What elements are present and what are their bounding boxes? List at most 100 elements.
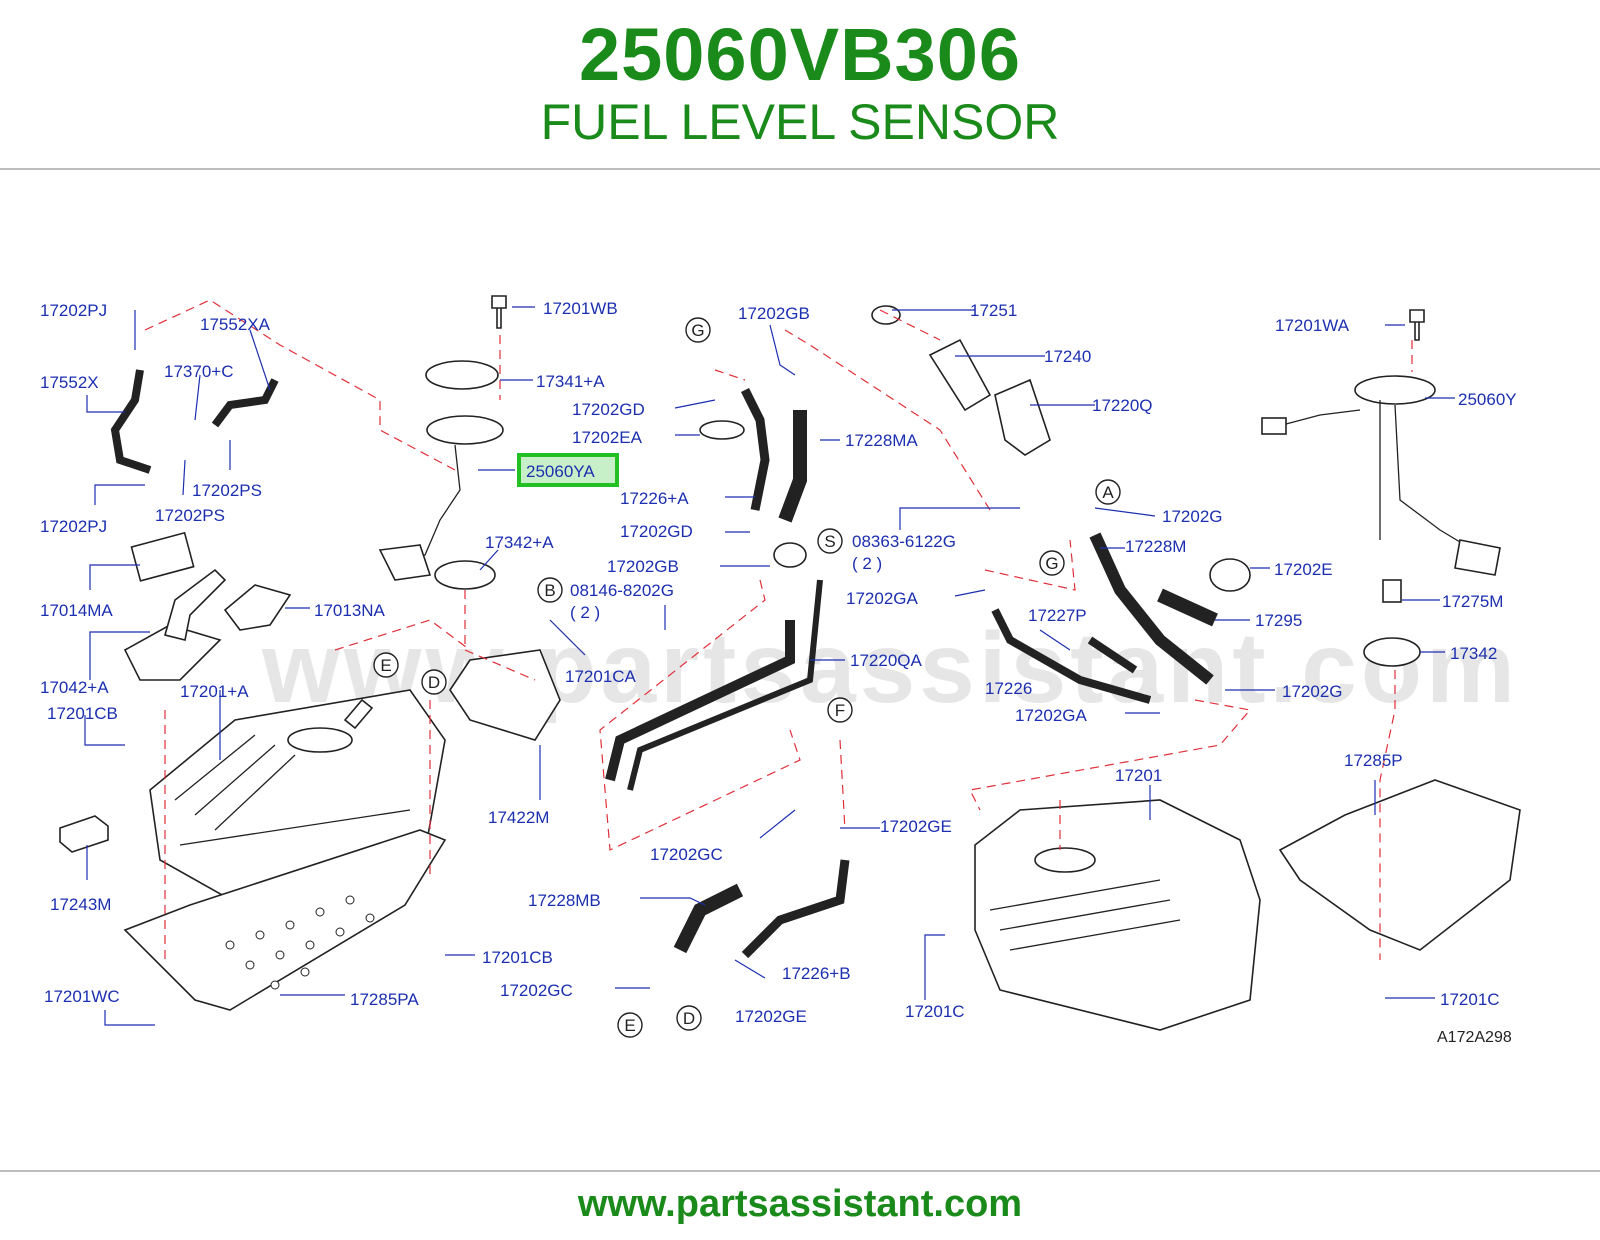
svg-text:B: B [544, 581, 555, 600]
bolt-17201wa [1409, 309, 1425, 341]
hose-17226b [741, 859, 850, 959]
protector-17422m [449, 649, 561, 741]
valve-17275m [1382, 579, 1402, 603]
gasket-17342 [1363, 637, 1421, 667]
clamp-17202gb [773, 542, 807, 568]
label-17202g-1: 17202G [1162, 507, 1223, 526]
label-17201: 17201 [1115, 766, 1162, 785]
footer-divider [0, 1170, 1600, 1172]
svg-text:G: G [691, 321, 704, 340]
sender-unit-right [1261, 375, 1501, 576]
tube-17220qa [605, 620, 795, 782]
label-17202ps-1: 17202PS [192, 481, 262, 500]
label-17202pj: 17202PJ [40, 301, 107, 320]
label-17202ge-2: 17202GE [735, 1007, 807, 1026]
part-name-title: FUEL LEVEL SENSOR [540, 94, 1060, 150]
label-17243m: 17243M [50, 895, 111, 914]
hose-17552xa [211, 378, 279, 428]
callout-d-2: D [676, 1005, 702, 1031]
label-17201cb-2: 17201CB [482, 948, 553, 967]
label-17202pj-2: 17202PJ [40, 517, 107, 536]
hose-17228ma [778, 410, 807, 523]
hose-17552x [110, 369, 152, 474]
part-number-title: 25060VB306 [578, 13, 1022, 96]
callout-g-1: G [685, 317, 711, 343]
tube-17226 [991, 608, 1152, 704]
fuel-pump-assembly [123, 531, 292, 681]
hose-17295 [1157, 588, 1218, 627]
callout-e-2: E [617, 1012, 643, 1038]
label-17202ga-1: 17202GA [846, 589, 918, 608]
label-17251: 17251 [970, 301, 1017, 320]
svg-text:S: S [824, 532, 835, 551]
gasket-17341a [425, 360, 499, 390]
label-17202gd-1: 17202GD [572, 400, 645, 419]
label-17014ma: 17014MA [40, 601, 113, 620]
label-17202gb-2: 17202GB [607, 557, 679, 576]
svg-text:D: D [428, 673, 440, 692]
header-divider [0, 168, 1600, 170]
label-17201cb-1: 17201CB [47, 704, 118, 723]
bolt-17201wb [491, 295, 507, 329]
label-17202gc-2: 17202GC [500, 981, 573, 1000]
svg-text:G: G [1045, 554, 1058, 573]
callout-e-1: E [373, 652, 399, 678]
label-17370c: 17370+C [164, 362, 233, 381]
label-17552x: 17552X [40, 373, 99, 392]
clamp-17202ea [699, 420, 745, 440]
label-17422m: 17422M [488, 808, 549, 827]
skid-plate-left [123, 829, 447, 1011]
label-25060ya: 25060YA [526, 462, 595, 481]
label-17202gb-1: 17202GB [738, 304, 810, 323]
label-17226a: 17226+A [620, 489, 689, 508]
label-17202ea: 17202EA [572, 428, 643, 447]
leader-lines [84, 306, 1455, 1026]
svg-text:A: A [1102, 483, 1114, 502]
label-17228ma: 17228MA [845, 431, 918, 450]
label-17285p: 17285P [1344, 751, 1403, 770]
svg-text:E: E [380, 656, 391, 675]
label-17220qa: 17220QA [850, 651, 922, 670]
label-17342: 17342 [1450, 644, 1497, 663]
hose-17226a [740, 387, 770, 511]
label-17201wc: 17201WC [44, 987, 120, 1006]
label-17201ca: 17201CA [565, 667, 637, 686]
label-17226b: 17226+B [782, 964, 851, 983]
label-17202ge-1: 17202GE [880, 817, 952, 836]
fuel-tank-right [974, 799, 1261, 1031]
svg-text:F: F [835, 701, 845, 720]
label-17202ps-2: 17202PS [155, 506, 225, 525]
label-17227p: 17227P [1028, 606, 1087, 625]
label-17013na: 17013NA [314, 601, 386, 620]
callout-f: F [827, 697, 853, 723]
clamp-17202e [1209, 558, 1251, 592]
callout-b: B [537, 577, 563, 603]
label-17226: 17226 [985, 679, 1032, 698]
footer-url[interactable]: www.partsassistant.com [577, 1183, 1023, 1225]
label-17201wb: 17201WB [543, 299, 618, 318]
spring-17227p [1087, 636, 1138, 674]
label-17042a: 17042+A [40, 678, 109, 697]
label-17285pa: 17285PA [350, 990, 419, 1009]
label-17201a: 17201+A [180, 682, 249, 701]
label-17202e: 17202E [1274, 560, 1333, 579]
label-17275m: 17275M [1442, 592, 1503, 611]
part-labels: 17202PJ 17552XA 17552X 17370+C 17202PS 1… [40, 299, 1517, 1026]
label-17201wa: 17201WA [1275, 316, 1350, 335]
callout-d-1: D [421, 669, 447, 695]
callout-s: S [817, 528, 843, 554]
label-17202ga-2: 17202GA [1015, 706, 1087, 725]
label-17552xa: 17552XA [200, 315, 271, 334]
label-17228mb: 17228MB [528, 891, 601, 910]
svg-text:E: E [624, 1016, 635, 1035]
pad-17243m [59, 815, 109, 853]
svg-text:D: D [683, 1009, 695, 1028]
callout-a: A [1095, 479, 1121, 505]
label-17220q: 17220Q [1092, 396, 1153, 415]
assembly-dash-lines [144, 299, 1413, 960]
hose-17228mb [673, 883, 744, 954]
gasket-17342a [434, 560, 496, 590]
label-08146-8202g: 08146-8202G [570, 581, 674, 600]
